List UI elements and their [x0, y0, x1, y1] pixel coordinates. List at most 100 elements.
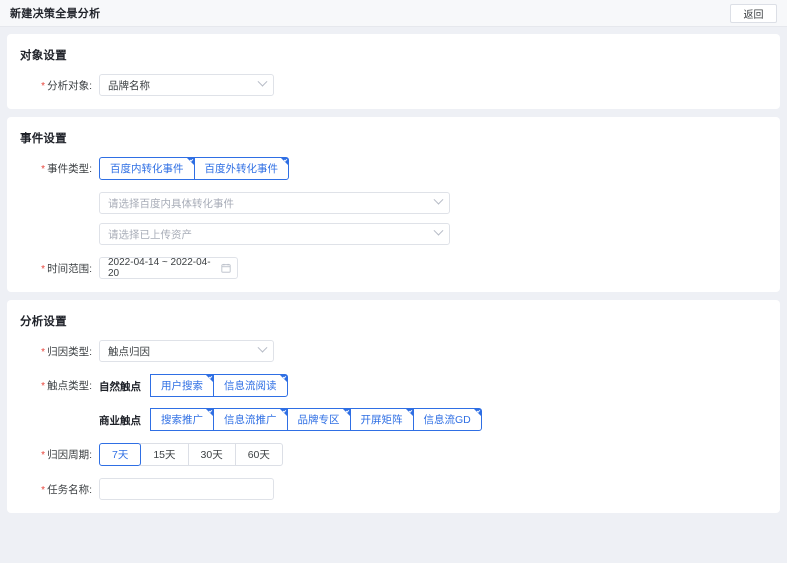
- inner-event-placeholder: 请选择百度内具体转化事件: [108, 197, 234, 210]
- attribution-period-option-60d[interactable]: 60天: [234, 443, 283, 466]
- row-task-name: *任务名称:: [7, 478, 780, 500]
- required-mark: *: [41, 450, 46, 461]
- required-mark: *: [41, 485, 46, 496]
- row-time-range: *时间范围: 2022-04-14 ~ 2022-04-20: [7, 257, 780, 279]
- required-mark: *: [41, 264, 46, 275]
- attribution-period-option-30d[interactable]: 30天: [187, 443, 236, 466]
- natural-touchpoint-group: 自然触点 用户搜索 信息流阅读: [99, 374, 780, 397]
- touchpoint-tag-splash-matrix[interactable]: 开屏矩阵: [349, 408, 414, 431]
- label-text: 任务名称:: [47, 484, 92, 496]
- label-task-name: *任务名称:: [7, 478, 99, 497]
- corner-check-icon: [206, 409, 213, 416]
- tag-label: 百度内转化事件: [110, 163, 184, 175]
- label-time-range: *时间范围:: [7, 257, 99, 276]
- row-attribution-type: *归因类型: 触点归因: [7, 340, 780, 362]
- tag-label: 搜索推广: [161, 414, 203, 426]
- attribution-period-option-7d[interactable]: 7天: [99, 443, 142, 466]
- analysis-object-select[interactable]: 品牌名称: [99, 74, 274, 96]
- field-event-type: 百度内转化事件 百度外转化事件: [99, 157, 780, 180]
- field-event-selects: 请选择百度内具体转化事件 请选择已上传资产: [99, 192, 780, 245]
- label-analysis-object: *分析对象:: [7, 74, 99, 93]
- page-header: 新建决策全景分析 返回: [0, 0, 787, 27]
- field-attribution-period: 7天 15天 30天 60天: [99, 443, 780, 466]
- touchpoint-tag-feed-read[interactable]: 信息流阅读: [213, 374, 288, 397]
- calendar-icon: [221, 263, 231, 273]
- card-object-settings: 对象设置 *分析对象: 品牌名称: [7, 34, 780, 109]
- corner-check-icon: [473, 409, 481, 416]
- event-type-tag-group: 百度内转化事件 百度外转化事件: [99, 157, 780, 180]
- event-type-tag-baidu-external[interactable]: 百度外转化事件: [193, 157, 289, 180]
- corner-check-icon: [279, 375, 287, 382]
- label-text: 事件类型:: [47, 163, 92, 175]
- time-range-value: 2022-04-14 ~ 2022-04-20: [108, 257, 211, 279]
- corner-check-icon: [186, 158, 194, 165]
- field-touchpoint-type: 自然触点 用户搜索 信息流阅读 商业触点 搜索推广: [99, 374, 780, 431]
- task-name-input[interactable]: [99, 478, 274, 500]
- chevron-down-icon: [257, 342, 268, 353]
- attribution-period-option-15d[interactable]: 15天: [140, 443, 189, 466]
- natural-touchpoint-sublabel: 自然触点: [99, 380, 141, 393]
- card-title-object-settings: 对象设置: [20, 50, 67, 62]
- tag-label: 开屏矩阵: [360, 414, 403, 426]
- touchpoint-tag-brand-zone[interactable]: 品牌专区: [286, 408, 351, 431]
- chevron-down-icon: [433, 225, 444, 236]
- tag-label: 用户搜索: [161, 380, 203, 392]
- tag-label: 信息流推广: [224, 414, 277, 426]
- label-event-type: *事件类型:: [7, 157, 99, 176]
- row-analysis-object: *分析对象: 品牌名称: [7, 74, 780, 96]
- form-body: 对象设置 *分析对象: 品牌名称 事件设置 *事件类型:: [0, 27, 787, 513]
- corner-check-icon: [279, 409, 287, 416]
- inner-event-select[interactable]: 请选择百度内具体转化事件: [99, 192, 450, 214]
- card-title-analysis-settings: 分析设置: [20, 316, 67, 328]
- row-attribution-period: *归因周期: 7天 15天 30天 60天: [7, 443, 780, 466]
- analysis-object-value: 品牌名称: [108, 79, 150, 92]
- corner-check-icon: [342, 409, 350, 416]
- corner-check-icon: [206, 375, 213, 382]
- asset-select[interactable]: 请选择已上传资产: [99, 223, 450, 245]
- label-attribution-type: *归因类型:: [7, 340, 99, 359]
- page-title: 新建决策全景分析: [10, 8, 101, 20]
- touchpoint-tag-user-search[interactable]: 用户搜索: [150, 374, 214, 397]
- label-text: 归因类型:: [47, 346, 92, 358]
- label-touchpoint-type: *触点类型:: [7, 374, 99, 393]
- tag-label: 信息流阅读: [224, 380, 277, 392]
- attribution-type-select[interactable]: 触点归因: [99, 340, 274, 362]
- label-event-selects-spacer: [7, 192, 99, 196]
- time-range-picker[interactable]: 2022-04-14 ~ 2022-04-20: [99, 257, 238, 279]
- tag-label: 品牌专区: [297, 414, 340, 426]
- back-button[interactable]: 返回: [730, 4, 777, 23]
- tag-label: 信息流GD: [423, 414, 471, 426]
- row-touchpoint-type: *触点类型: 自然触点 用户搜索 信息流阅读: [7, 374, 780, 431]
- commercial-touchpoint-group: 商业触点 搜索推广 信息流推广 品牌专区: [99, 408, 780, 431]
- asset-placeholder: 请选择已上传资产: [108, 228, 192, 241]
- row-event-type: *事件类型: 百度内转化事件 百度外转化事件: [7, 157, 780, 180]
- touchpoint-tag-search-promotion[interactable]: 搜索推广: [150, 408, 214, 431]
- corner-check-icon: [281, 158, 288, 165]
- required-mark: *: [41, 164, 46, 175]
- label-text: 分析对象:: [47, 80, 92, 92]
- chevron-down-icon: [433, 194, 444, 205]
- tag-label: 百度外转化事件: [204, 163, 279, 175]
- touchpoint-tag-feed-promotion[interactable]: 信息流推广: [213, 408, 288, 431]
- required-mark: *: [41, 381, 46, 392]
- card-title-event-settings: 事件设置: [20, 133, 67, 145]
- required-mark: *: [41, 347, 46, 358]
- card-analysis-settings: 分析设置 *归因类型: 触点归因 *触点类型:: [7, 300, 780, 513]
- corner-check-icon: [405, 409, 413, 416]
- label-text: 归因周期:: [47, 449, 92, 461]
- label-attribution-period: *归因周期:: [7, 443, 99, 462]
- touchpoint-tag-feed-gd[interactable]: 信息流GD: [412, 408, 482, 431]
- label-text: 触点类型:: [47, 380, 92, 392]
- commercial-touchpoint-sublabel: 商业触点: [99, 414, 141, 427]
- attribution-type-value: 触点归因: [108, 345, 150, 358]
- event-type-tag-baidu-internal[interactable]: 百度内转化事件: [99, 157, 195, 180]
- field-attribution-type: 触点归因: [99, 340, 780, 362]
- label-text: 时间范围:: [47, 263, 92, 275]
- required-mark: *: [41, 81, 46, 92]
- row-event-selects: 请选择百度内具体转化事件 请选择已上传资产: [7, 192, 780, 245]
- attribution-period-radio-group: 7天 15天 30天 60天: [99, 443, 780, 466]
- field-time-range: 2022-04-14 ~ 2022-04-20: [99, 257, 780, 279]
- field-task-name: [99, 478, 780, 500]
- card-event-settings: 事件设置 *事件类型: 百度内转化事件 百度外转化事件: [7, 117, 780, 292]
